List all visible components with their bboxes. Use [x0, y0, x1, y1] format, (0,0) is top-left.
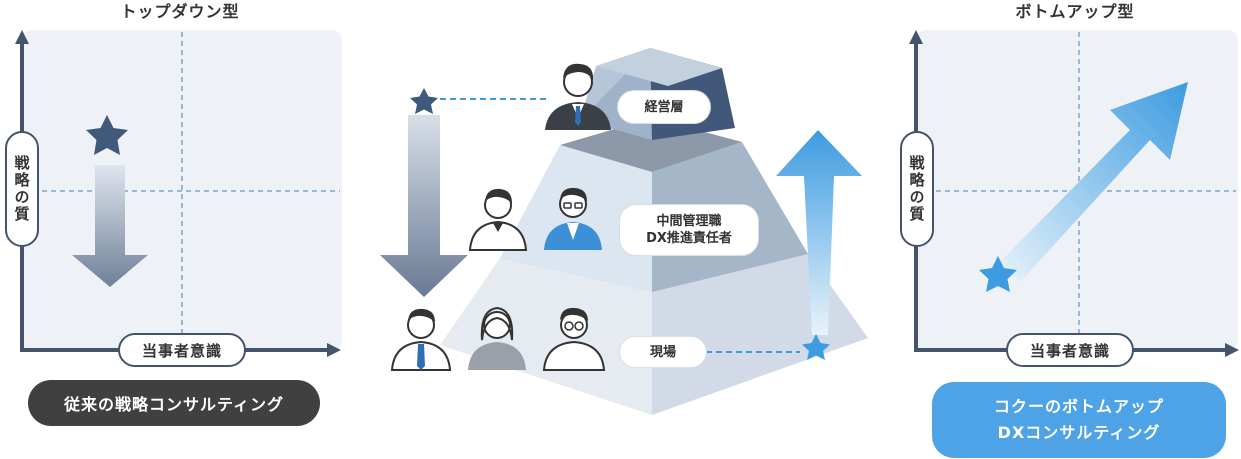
bottom-up-badge-line2: DXコンサルティング — [997, 423, 1161, 442]
bottom-up-badge-line1: コクーのボトムアップ — [993, 397, 1164, 416]
right-panel-title: ボトムアップ型 — [1015, 2, 1135, 21]
pyramid-middle-left-face — [500, 145, 652, 292]
right-x-axis-arrowhead — [1225, 343, 1239, 357]
left-y-axis-arrowhead — [15, 30, 29, 44]
manager-person-icon-2 — [544, 187, 602, 250]
left-y-axis-label: 戦略の質 — [5, 131, 39, 247]
left-star-icon — [86, 115, 128, 155]
left-panel-title: トップダウン型 — [120, 2, 240, 21]
middle-up-arrow — [776, 130, 862, 335]
pyramid-bottom-left-face — [440, 258, 652, 415]
traditional-consulting-badge: 従来の戦略コンサルティング — [28, 380, 320, 426]
pyramid-middle-label-line2: DX推進責任者 — [646, 231, 732, 246]
middle-down-arrow — [380, 115, 468, 297]
pyramid-top-cap — [596, 48, 722, 86]
pyramid-bottom-label: 現場 — [620, 337, 706, 367]
middle-top-star-icon — [410, 88, 438, 114]
right-x-axis-label: 当事者意識 — [1006, 333, 1134, 367]
right-star-icon — [979, 256, 1017, 292]
worker-person-icon-1 — [390, 308, 452, 371]
executive-person-icon — [545, 63, 611, 130]
right-y-axis-label: 戦略の質 — [900, 131, 934, 247]
manager-person-icon-1 — [468, 188, 528, 251]
right-y-axis-arrowhead — [909, 30, 923, 44]
middle-bottom-star-icon — [802, 334, 830, 360]
left-down-arrow — [72, 165, 148, 287]
pyramid-middle-label-line1: 中間管理職 — [656, 214, 722, 229]
bottom-up-consulting-badge: コクーのボトムアップ DXコンサルティング — [932, 382, 1226, 458]
worker-person-icon-3 — [542, 307, 606, 371]
left-x-axis-arrowhead — [327, 343, 341, 357]
pyramid-middle-label: 中間管理職 DX推進責任者 — [620, 205, 758, 255]
worker-person-icon-2 — [468, 306, 526, 370]
left-x-axis-label: 当事者意識 — [118, 333, 246, 367]
right-diagonal-arrow — [1000, 82, 1188, 282]
pyramid-top-label: 経営層 — [618, 91, 710, 123]
